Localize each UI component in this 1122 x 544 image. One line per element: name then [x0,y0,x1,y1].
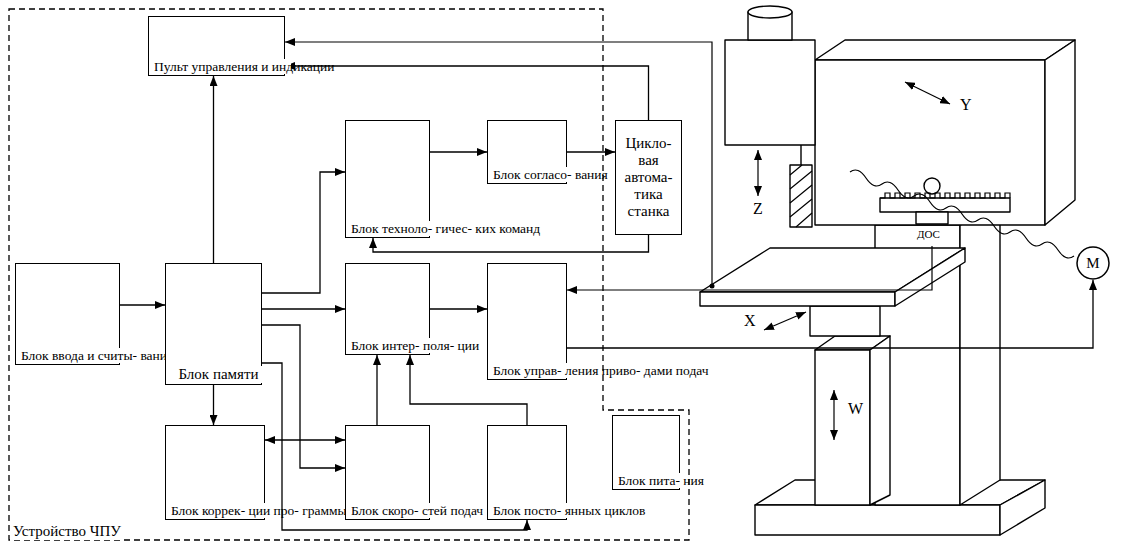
spindle [800,145,801,165]
block-box: Пульт управления и индикации [148,16,285,76]
block-text: Блок посто- янных циклов [491,503,573,519]
axis-label: Z [751,200,765,218]
connector-arrow [120,304,165,305]
block-box: Блок интер- поля- ции [345,263,430,355]
motor-circle: M [1076,246,1110,280]
axis-arrow [833,390,834,440]
saddle [810,306,880,336]
lead-screw [850,170,1074,258]
knee-side [870,336,890,505]
rack [880,198,1010,212]
cutter [790,165,812,227]
connector-arrow [285,66,649,120]
sensor-label: ДОС [915,228,942,240]
block-text: Блок памяти [169,366,268,383]
block-text: Блок ввода и считы- вания инфор- мации [19,348,126,364]
block-box: Блок ввода и считы- вания инфор- мации [15,263,120,365]
connector-arrow [376,355,377,425]
signal-wire [285,42,712,286]
axis-label: W [846,400,865,418]
rack-teeth [880,193,1010,198]
cutter-hatch [790,165,812,227]
block-text: Блок коррек- ции про- граммы [169,503,271,519]
ram-side [1045,40,1075,225]
connector-arrow [213,385,214,425]
block-box: Блок управ- ления приво- дами подач [487,263,567,380]
connector-arrow [567,280,1093,348]
block-box: Блок техноло- гичес- ких команд [345,120,430,238]
block-box: Блок скоро- стей подач [345,425,430,520]
connector-arrow [262,172,345,293]
block-box: Блок пита- ния [612,415,680,490]
table-front [700,292,895,306]
axis-arrow [764,312,806,330]
axis-arrow [757,150,758,196]
block-text: Цикло- вая автома- тика станка [619,135,678,220]
block-text: Блок техноло- гичес- ких команд [349,221,436,237]
knee-front [815,350,870,505]
dashed-border [9,9,689,540]
ram-front [815,60,1045,225]
region-label: Устройство ЧПУ [11,523,123,540]
block-text: Блок пита- ния [616,473,686,489]
base-front [755,505,1000,535]
block-text: Блок управ- ления приво- дами подач [491,363,573,379]
block-box: Цикло- вая автома- тика станка [615,120,682,235]
connector-arrow [262,325,345,468]
axis-label: X [742,312,758,330]
connector-arrow [430,151,487,152]
connector-arrow [567,151,615,152]
connector-arrow [262,308,345,309]
gear [924,178,940,194]
connector-arrow [213,76,214,263]
spindle-motor-top [748,6,792,18]
axis-arrow [905,82,950,104]
block-box: Блок согласо- вания [487,120,567,184]
table-side [895,248,965,306]
base-side [1000,480,1045,535]
dashed-region: Устройство ЧПУ Пульт управления и индикац… [8,8,690,541]
motor-label: M [1086,255,1099,272]
block-box: Блок посто- янных циклов [487,425,567,520]
ram-top [815,40,1075,60]
spindle-head [725,40,815,145]
connector-arrow [265,439,345,440]
block-text: Пульт управления и индикации [152,59,291,75]
axis-label: Y [958,96,974,114]
feedback-sensor [916,212,948,224]
wire-dot [710,284,715,289]
block-text: Блок скоро- стей подач [349,503,436,519]
block-box: Блок коррек- ции про- граммы [165,425,265,520]
block-box: Блок памяти [165,263,262,385]
column-side [960,210,1000,505]
block-text: Блок согласо- вания [491,167,573,183]
block-text: Блок интер- поля- ции [349,338,436,354]
motor-circle-border [1077,247,1109,279]
connector-arrow [430,308,487,309]
